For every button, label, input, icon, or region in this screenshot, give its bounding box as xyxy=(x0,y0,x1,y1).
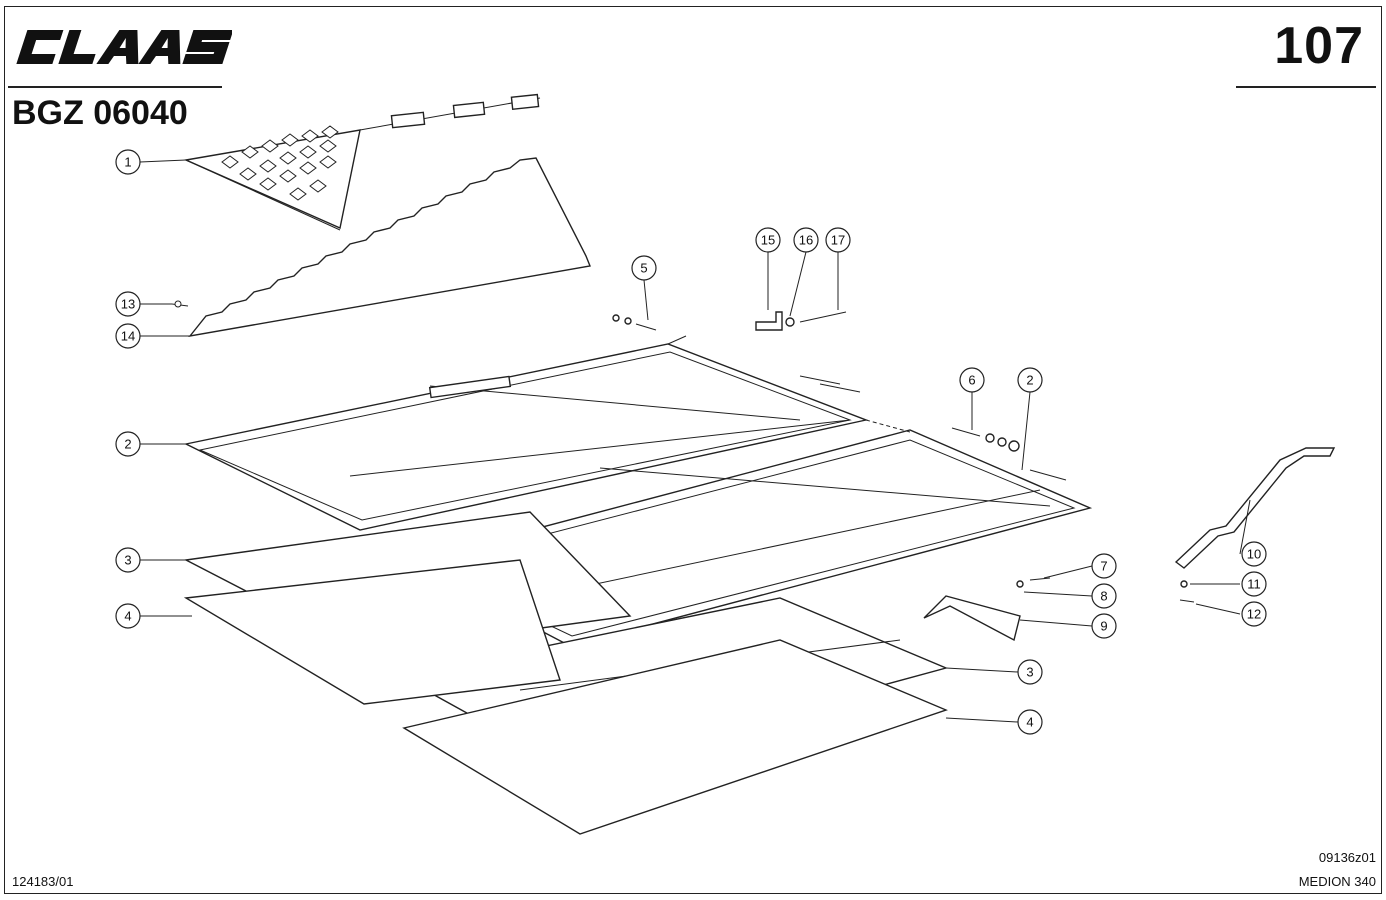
callout-label: 1 xyxy=(124,155,131,170)
callout-6: 6 xyxy=(959,367,985,393)
callout-8: 8 xyxy=(1091,583,1117,609)
callout-label: 6 xyxy=(968,373,975,388)
part-4-bottom-plates xyxy=(183,559,948,835)
callout-11: 11 xyxy=(1241,571,1267,597)
callout-2-right: 2 xyxy=(1017,367,1043,393)
callout-label: 17 xyxy=(831,233,845,248)
claas-logo xyxy=(16,30,232,64)
callout-label: 11 xyxy=(1247,577,1261,592)
callout-label: 4 xyxy=(1026,715,1033,730)
callout-label: 3 xyxy=(124,553,131,568)
callout-label: 8 xyxy=(1100,589,1107,604)
callout-label: 3 xyxy=(1026,665,1033,680)
callout-14: 14 xyxy=(115,323,141,349)
logo-underline xyxy=(8,86,222,88)
part-2-upper-sieve xyxy=(183,335,869,531)
callout-3-left: 3 xyxy=(115,547,141,573)
callout-7: 7 xyxy=(1091,553,1117,579)
figure-reference: 09136z01 xyxy=(1318,850,1376,865)
callout-label: 14 xyxy=(121,329,135,344)
leader-lines xyxy=(139,159,1251,723)
callout-label: 10 xyxy=(1247,547,1261,562)
callout-3-right: 3 xyxy=(1017,659,1043,685)
callout-16: 16 xyxy=(793,227,819,253)
part-14-finger-strip xyxy=(171,157,591,338)
callout-12: 12 xyxy=(1241,601,1267,627)
callout-label: 7 xyxy=(1100,559,1107,574)
callout-4-left: 4 xyxy=(115,603,141,629)
callout-4-right: 4 xyxy=(1017,709,1043,735)
part-1-cam-strip xyxy=(183,93,541,231)
page-number-underline xyxy=(1236,86,1376,88)
callout-9: 9 xyxy=(1091,613,1117,639)
callout-label: 2 xyxy=(124,437,131,452)
callout-2-left: 2 xyxy=(115,431,141,457)
machine-model: MEDION 340 xyxy=(1298,874,1376,889)
callout-13: 13 xyxy=(115,291,141,317)
group-code: BGZ 06040 xyxy=(12,94,188,132)
page-frame xyxy=(4,6,1382,894)
callout-10: 10 xyxy=(1241,541,1267,567)
callout-label: 15 xyxy=(761,233,775,248)
callout-label: 5 xyxy=(640,261,647,276)
hardware-parts xyxy=(612,311,1336,642)
callout-label: 12 xyxy=(1247,607,1261,622)
callout-label: 9 xyxy=(1100,619,1107,634)
page-number: 107 xyxy=(1274,17,1364,75)
callout-1: 1 xyxy=(115,149,141,175)
document-number: 124183/01 xyxy=(12,874,74,889)
callout-label: 16 xyxy=(799,233,813,248)
callout-5: 5 xyxy=(631,255,657,281)
callout-label: 2 xyxy=(1026,373,1033,388)
callout-label: 4 xyxy=(124,609,131,624)
callout-label: 13 xyxy=(121,297,135,312)
callout-17: 17 xyxy=(825,227,851,253)
callout-15: 15 xyxy=(755,227,781,253)
